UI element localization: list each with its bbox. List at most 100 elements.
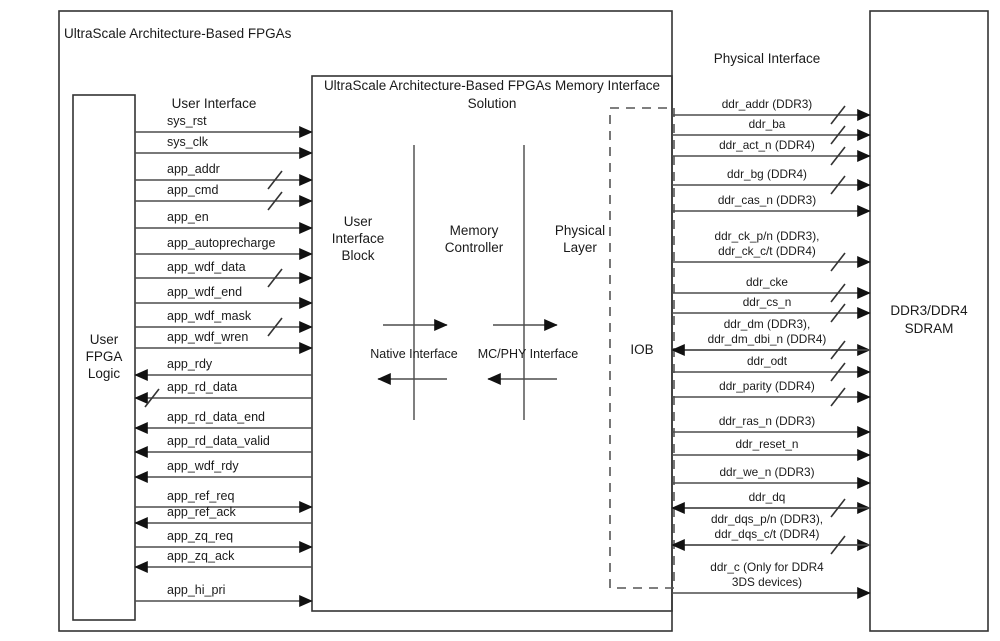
user-fpga-logic-line-3: Logic (88, 366, 121, 381)
bus-slash-mark (830, 252, 846, 272)
signal-label: ddr_dm_dbi_n (DDR4) (708, 332, 827, 346)
user-interface-label: User Interface (172, 96, 257, 111)
signal-ddr_act_n: ddr_act_n (DDR4) (672, 138, 871, 166)
user-fpga-logic-block (72, 94, 136, 621)
signal-app_hi_pri: app_hi_pri (135, 583, 313, 607)
memory-controller-line-1: Memory (450, 223, 499, 238)
signal-sys_rst: sys_rst (135, 114, 313, 138)
user-interface-signal-group: sys_rstsys_clkapp_addrapp_cmdapp_enapp_a… (134, 114, 313, 607)
physical-layer-line-2: Layer (563, 240, 597, 255)
user-interface-block-line-1: User (344, 214, 373, 229)
signal-label: ddr_ck_c/t (DDR4) (718, 244, 816, 258)
page-title: UltraScale Architecture-Based FPGAs (64, 26, 292, 41)
signal-label: ddr_dqs_p/n (DDR3), (711, 512, 823, 526)
signal-app_cmd: app_cmd (135, 183, 313, 211)
signal-label: app_hi_pri (167, 583, 225, 597)
signal-ddr_ba: ddr_ba (672, 117, 871, 145)
signal-label: ddr_odt (747, 354, 788, 368)
signal-label: app_zq_req (167, 529, 233, 543)
signal-ddr_bg: ddr_bg (DDR4) (672, 167, 871, 195)
signal-label: app_rdy (167, 357, 213, 371)
physical-interface-label: Physical Interface (714, 51, 821, 66)
solution-title-line-1: UltraScale Architecture-Based FPGAs Memo… (324, 78, 660, 93)
bus-slash-mark (830, 535, 846, 555)
sdram-label-line-1: DDR3/DDR4 (890, 303, 968, 318)
signal-label: ddr_dq (749, 490, 786, 504)
bus-slash-mark (830, 105, 846, 125)
signal-label: app_wdf_end (167, 285, 242, 299)
signal-app_rd_data_valid: app_rd_data_valid (134, 434, 312, 458)
signal-label: app_zq_ack (167, 549, 235, 563)
signal-app_wdf_data: app_wdf_data (135, 260, 313, 288)
signal-label: sys_rst (167, 114, 207, 128)
signal-ddr_cke: ddr_cke (672, 275, 871, 303)
signal-ddr_dq: ddr_dq (671, 490, 871, 518)
ddr-sdram-block (869, 10, 989, 632)
signal-app_ref_req: app_ref_req (135, 489, 313, 513)
signal-label: app_wdf_data (167, 260, 246, 274)
signal-app_rdy: app_rdy (134, 357, 312, 381)
signal-label: ddr_act_n (DDR4) (719, 138, 815, 152)
signal-ddr_ras_n: ddr_ras_n (DDR3) (672, 414, 871, 438)
signal-app_wdf_end: app_wdf_end (135, 285, 313, 309)
bus-slash-mark (267, 191, 283, 211)
signal-label: ddr_dqs_c/t (DDR4) (715, 527, 820, 541)
signal-label: app_rd_data_valid (167, 434, 270, 448)
signal-label: app_autoprecharge (167, 236, 275, 250)
sdram-label-line-2: SDRAM (905, 321, 954, 336)
signal-label: 3DS devices) (732, 575, 802, 589)
signal-label: ddr_ba (749, 117, 786, 131)
mc-phy-interface-label: MC/PHY Interface (478, 347, 579, 361)
bus-slash-mark (830, 498, 846, 518)
bus-slash-mark (830, 125, 846, 145)
signal-label: ddr_bg (DDR4) (727, 167, 807, 181)
signal-label: app_wdf_mask (167, 309, 252, 323)
signal-label: app_wdf_rdy (167, 459, 239, 473)
signal-app_autoprecharge: app_autoprecharge (135, 236, 313, 260)
signal-label: ddr_ck_p/n (DDR3), (715, 229, 820, 243)
signal-label: ddr_parity (DDR4) (719, 379, 815, 393)
user-interface-block-line-2: Interface (332, 231, 385, 246)
signal-ddr_dm: ddr_dm (DDR3),ddr_dm_dbi_n (DDR4) (671, 317, 871, 360)
memory-interface-solution-block (311, 75, 673, 612)
signal-app_wdf_rdy: app_wdf_rdy (134, 459, 312, 483)
bus-slash-mark (267, 268, 283, 288)
signal-label: ddr_we_n (DDR3) (719, 465, 814, 479)
user-fpga-logic-line-1: User (90, 332, 119, 347)
bus-slash-mark (267, 170, 283, 190)
signal-app_wdf_wren: app_wdf_wren (135, 330, 313, 354)
signal-ddr_odt: ddr_odt (672, 354, 871, 382)
bus-slash-mark (830, 362, 846, 382)
bus-slash-mark (144, 388, 160, 408)
iob-label: IOB (630, 342, 653, 357)
signal-ddr_cas_n: ddr_cas_n (DDR3) (672, 193, 871, 217)
solution-title-line-2: Solution (468, 96, 517, 111)
bus-slash-mark (830, 387, 846, 407)
signal-label: ddr_c (Only for DDR4 (710, 560, 824, 574)
bus-slash-mark (267, 317, 283, 337)
signal-label: ddr_reset_n (736, 437, 799, 451)
signal-label: app_rd_data (167, 380, 237, 394)
signal-ddr_ck_p/n: ddr_ck_p/n (DDR3),ddr_ck_c/t (DDR4) (672, 229, 871, 272)
signal-app_zq_ack: app_zq_ack (134, 549, 312, 573)
native-interface-label: Native Interface (370, 347, 458, 361)
signal-label: app_ref_ack (167, 505, 237, 519)
bus-slash-mark (830, 283, 846, 303)
signal-ddr_reset_n: ddr_reset_n (672, 437, 871, 461)
signal-label: app_cmd (167, 183, 218, 197)
signal-label: ddr_addr (DDR3) (722, 97, 813, 111)
physical-layer-line-1: Physical (555, 223, 605, 238)
user-interface-block-line-3: Block (341, 248, 374, 263)
signal-label: sys_clk (167, 135, 209, 149)
signal-app_en: app_en (135, 210, 313, 234)
signal-sys_clk: sys_clk (135, 135, 313, 159)
physical-interface-signal-group: ddr_addr (DDR3) ddr_ba ddr_act_n (DDR4) ddr… (671, 97, 871, 599)
signal-label: ddr_cas_n (DDR3) (718, 193, 816, 207)
signal-label: app_wdf_wren (167, 330, 248, 344)
signal-label: app_en (167, 210, 209, 224)
signal-label: ddr_cke (746, 275, 788, 289)
signal-label: app_ref_req (167, 489, 234, 503)
signal-ddr_dqs_p/n: ddr_dqs_p/n (DDR3),ddr_dqs_c/t (DDR4) (671, 512, 871, 555)
bus-slash-mark (830, 146, 846, 166)
